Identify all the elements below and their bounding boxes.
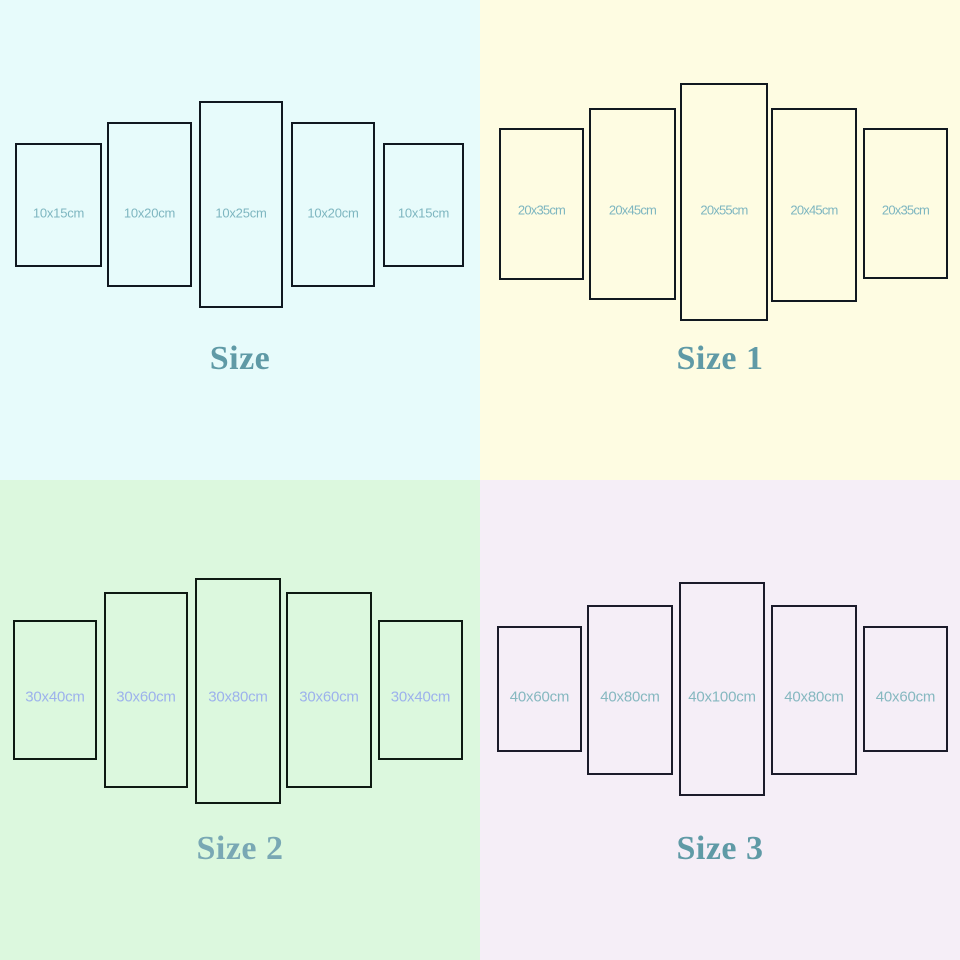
canvas-frame[interactable] bbox=[383, 143, 464, 267]
canvas-frame[interactable] bbox=[863, 128, 948, 279]
frame-size-label: 10x20cm bbox=[123, 205, 176, 221]
canvas-frame[interactable] bbox=[195, 578, 281, 804]
panel-title: Size bbox=[209, 340, 271, 377]
frame-size-label: 30x40cm bbox=[25, 688, 85, 706]
canvas-frame[interactable] bbox=[291, 122, 375, 287]
frame-size-label: 20x45cm bbox=[790, 202, 838, 218]
frame-size-label: 30x60cm bbox=[116, 688, 176, 706]
panel-title: Size 2 bbox=[196, 830, 284, 867]
canvas-frame[interactable] bbox=[771, 605, 857, 775]
frame-size-label: 10x15cm bbox=[397, 205, 450, 221]
canvas-frame[interactable] bbox=[13, 620, 97, 760]
canvas-frame[interactable] bbox=[15, 143, 102, 267]
frame-size-label: 30x60cm bbox=[299, 688, 359, 706]
frame-size-label: 10x15cm bbox=[32, 205, 85, 221]
canvas-frame[interactable] bbox=[378, 620, 463, 760]
canvas-frame[interactable] bbox=[587, 605, 673, 775]
canvas-frame[interactable] bbox=[499, 128, 584, 280]
canvas-frame[interactable] bbox=[497, 626, 582, 752]
frame-size-label: 10x25cm bbox=[215, 205, 267, 221]
frame-group: 20x35cm 20x45cm 20x55cm 20x45cm 20x35cm bbox=[480, 0, 960, 480]
frame-size-label: 40x80cm bbox=[784, 688, 844, 706]
frame-size-label: 10x20cm bbox=[307, 205, 359, 221]
frame-size-label: 30x80cm bbox=[208, 688, 268, 706]
frame-size-label: 20x55cm bbox=[700, 202, 748, 218]
canvas-frame[interactable] bbox=[771, 108, 857, 302]
canvas-frame[interactable] bbox=[104, 592, 188, 788]
canvas-frame[interactable] bbox=[107, 122, 192, 287]
canvas-frame[interactable] bbox=[680, 83, 768, 321]
canvas-frame[interactable] bbox=[679, 582, 765, 796]
frame-size-label: 20x45cm bbox=[608, 202, 657, 218]
frame-size-label: 40x80cm bbox=[600, 688, 660, 706]
frame-size-label: 30x40cm bbox=[390, 688, 451, 706]
canvas-frame[interactable] bbox=[589, 108, 676, 300]
frame-size-label: 20x35cm bbox=[517, 202, 566, 218]
canvas-frame[interactable] bbox=[286, 592, 372, 788]
panel-title: Size 1 bbox=[676, 340, 764, 377]
frame-size-label: 40x60cm bbox=[875, 688, 936, 706]
panel-title: Size 3 bbox=[676, 830, 764, 867]
frame-group: 40x60cm 40x80cm 40x100cm 40x80cm 40x60cm bbox=[480, 480, 960, 960]
canvas-frame[interactable] bbox=[863, 626, 948, 752]
frame-size-label: 40x60cm bbox=[509, 688, 570, 706]
frame-group: 30x40cm 30x60cm 30x80cm 30x60cm 30x40cm bbox=[0, 480, 480, 960]
frame-group: 10x15cm 10x20cm 10x25cm 10x20cm 10x15cm bbox=[0, 0, 480, 480]
frame-size-label: 20x35cm bbox=[881, 202, 930, 218]
frame-size-label: 40x100cm bbox=[688, 688, 756, 706]
canvas-frame[interactable] bbox=[199, 101, 283, 308]
